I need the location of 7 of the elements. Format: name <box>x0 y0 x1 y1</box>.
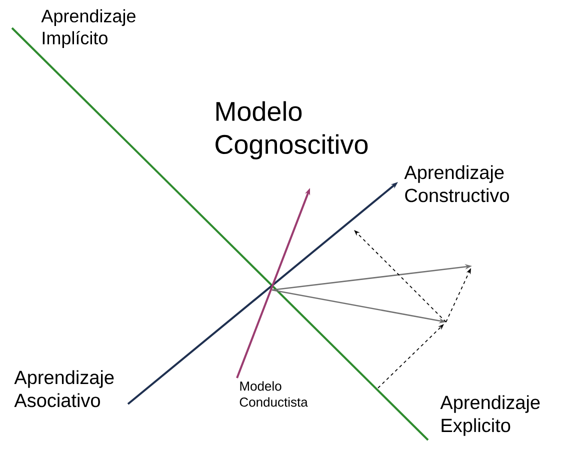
text-label: Modelo Cognoscitivo <box>216 101 368 160</box>
text-label: Aprendizaje Explicito <box>440 395 540 436</box>
text-label: Aprendizaje Asociativo <box>14 370 114 408</box>
text-label: Aprendizaje Implícito <box>41 9 136 48</box>
text-label: Aprendizaje Constructivo <box>404 165 509 202</box>
axis-line <box>11 27 429 441</box>
text-label: Modelo Conductista <box>240 381 308 407</box>
